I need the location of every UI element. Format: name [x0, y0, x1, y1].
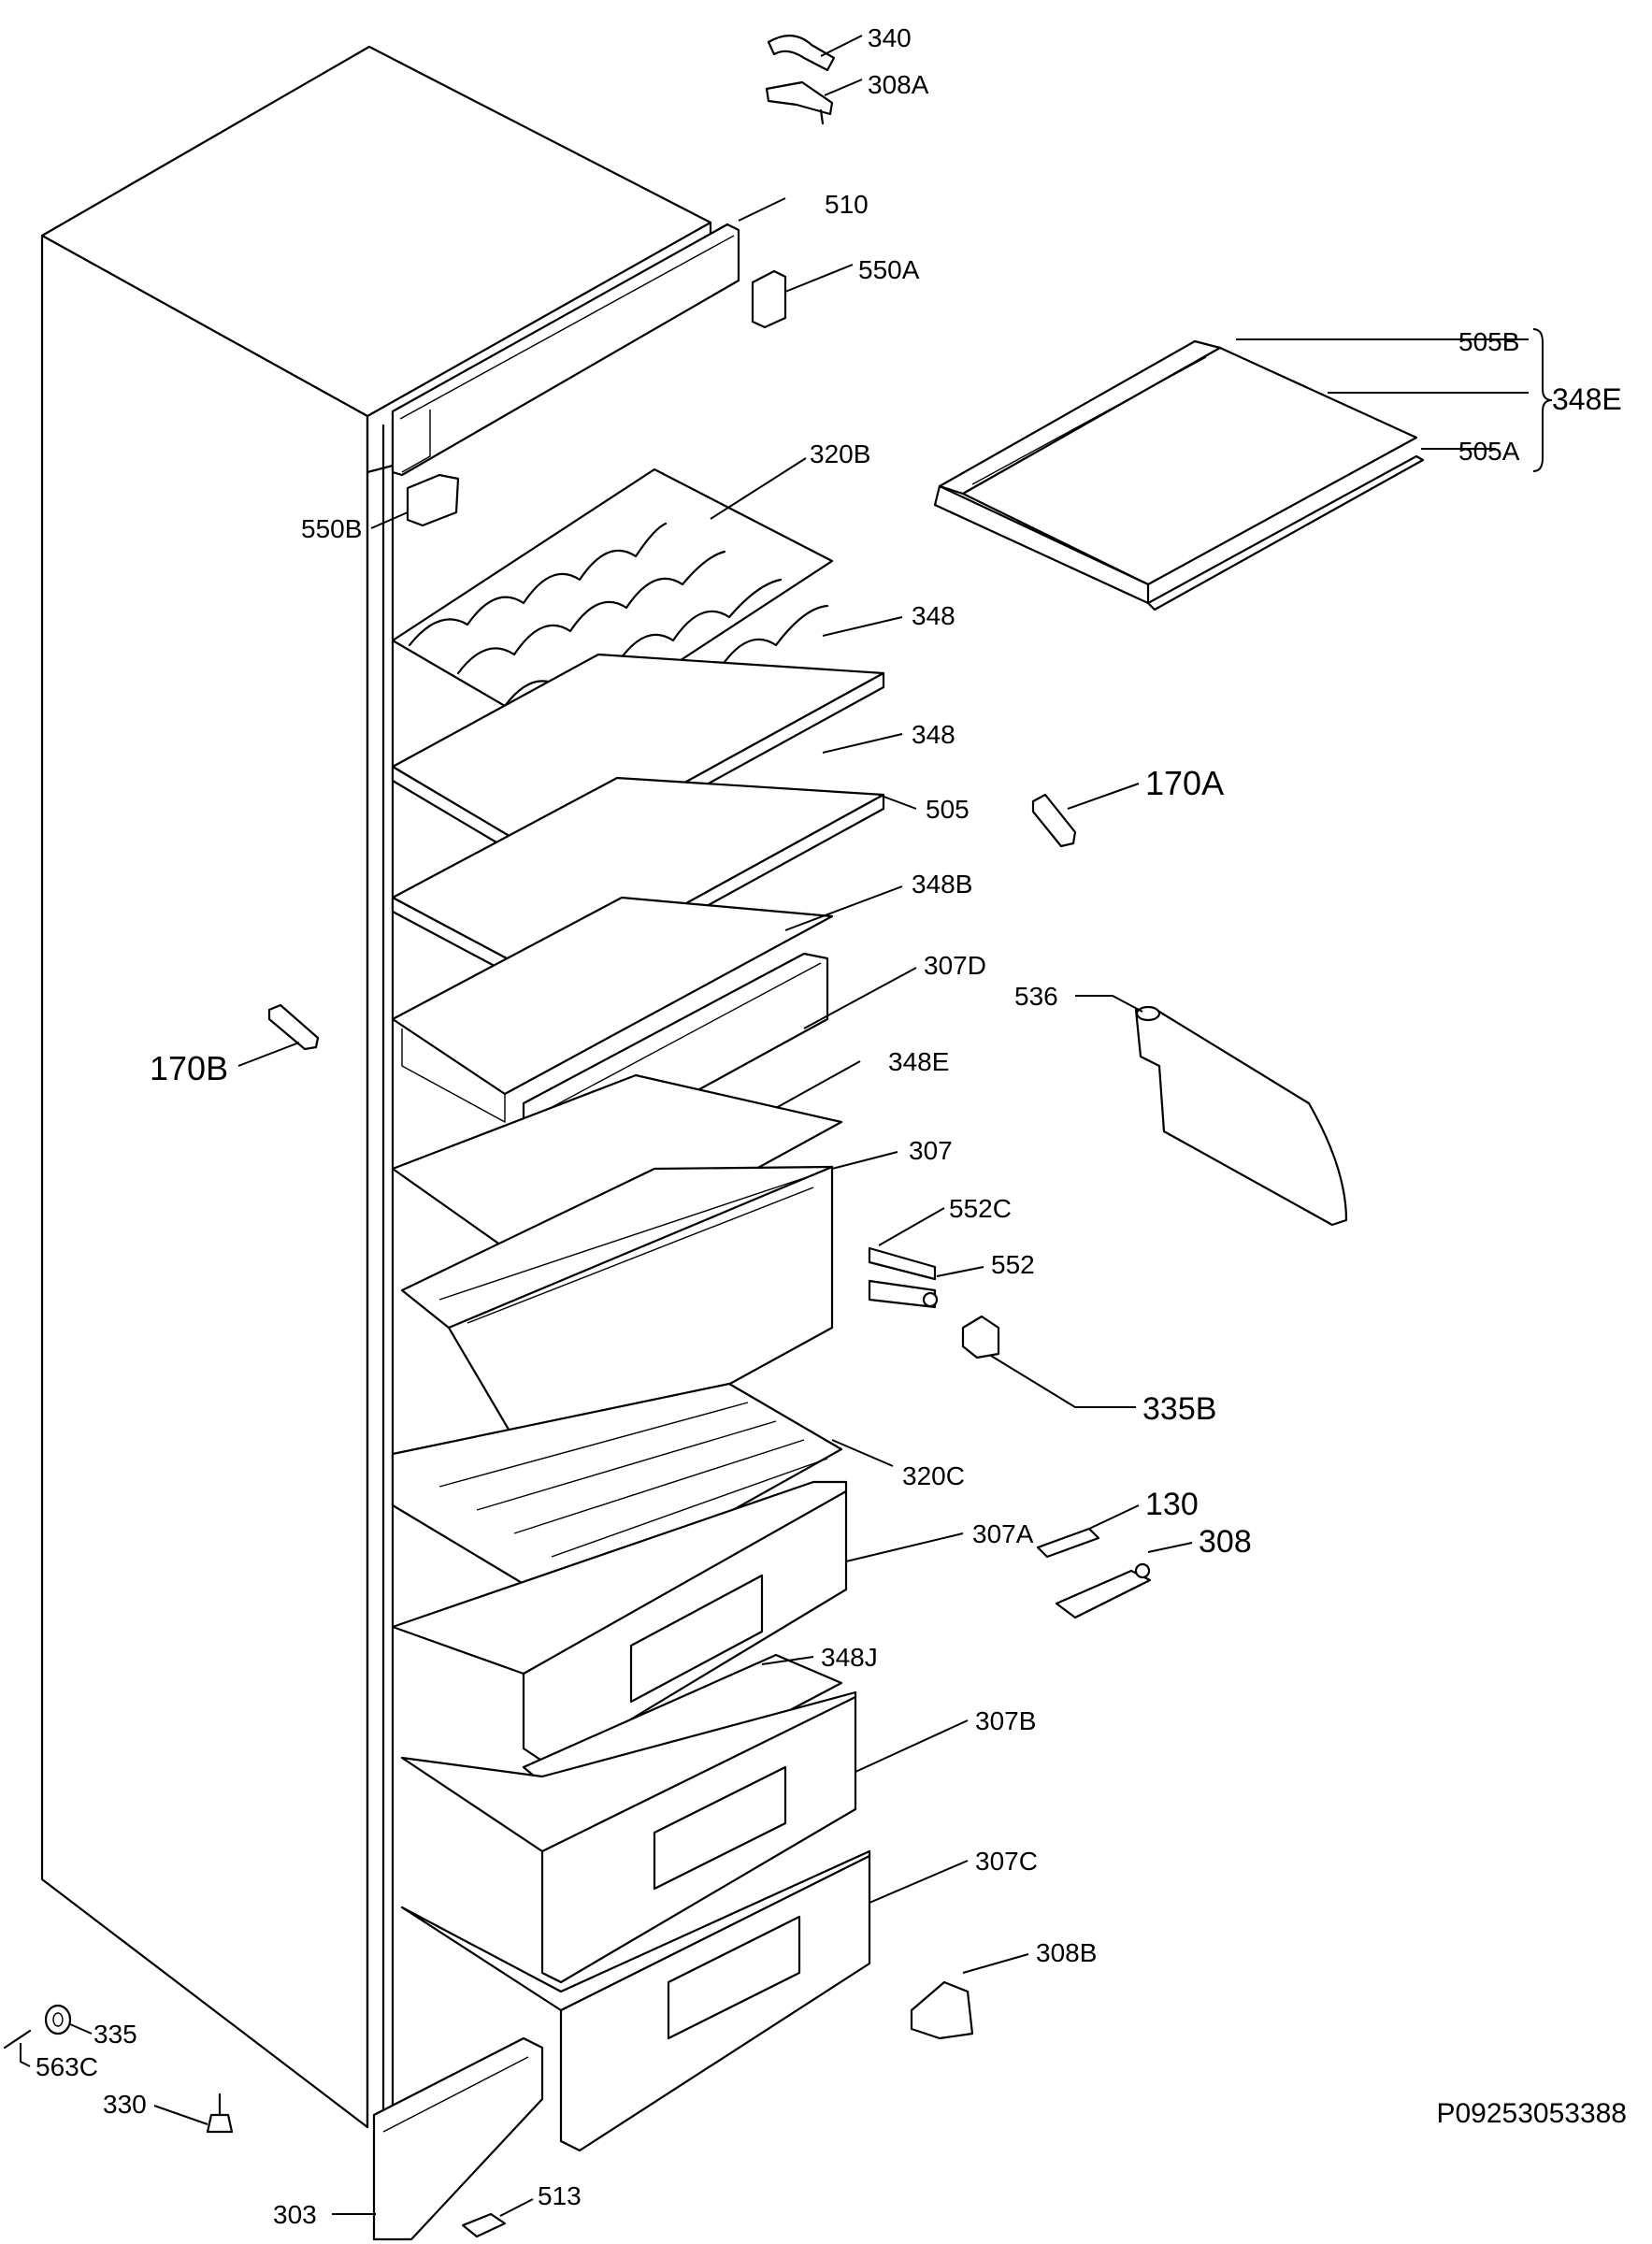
- part-308A-hinge: [765, 79, 863, 125]
- callout-513: 513: [538, 2181, 582, 2210]
- part-552-slide: [868, 1266, 984, 1309]
- callout-348B: 348B: [912, 870, 972, 899]
- callout-348E: 348E: [888, 1047, 949, 1076]
- callout-307B: 307B: [975, 1706, 1036, 1735]
- callout-536: 536: [1014, 982, 1058, 1011]
- callout-340: 340: [868, 23, 912, 52]
- callout-170B: 170B: [150, 1049, 228, 1087]
- part-335B-bracket: [961, 1315, 1136, 1408]
- part-552C-slide: [868, 1207, 945, 1281]
- callout-550A: 550A: [858, 255, 920, 284]
- part-340-cap: [767, 35, 863, 72]
- callout-307A: 307A: [972, 1519, 1034, 1548]
- callout-307: 307: [909, 1136, 953, 1165]
- part-563C-pin: [3, 2029, 32, 2067]
- callout-552: 552: [991, 1250, 1035, 1279]
- part-170B-clip: [237, 1003, 320, 1067]
- callout-335B: 335B: [1142, 1391, 1216, 1427]
- callout-320C: 320C: [902, 1461, 965, 1490]
- part-303-plinth: [332, 2036, 544, 2241]
- callout-552C: 552C: [949, 1194, 1012, 1223]
- part-536-door-bin: [1075, 995, 1348, 1227]
- callout-308B: 308B: [1036, 1938, 1097, 1967]
- document-id: P09253053388: [1436, 2098, 1627, 2129]
- callout-550B: 550B: [301, 514, 362, 543]
- part-307-drawer: [400, 1151, 898, 1489]
- callout-348E-top: 348E: [1552, 382, 1622, 416]
- part-550A-bracket: [751, 264, 854, 329]
- callout-563C: 563C: [36, 2052, 98, 2081]
- callout-320B: 320B: [810, 439, 870, 468]
- callout-303: 303: [273, 2200, 317, 2229]
- part-130-cover: [1036, 1504, 1140, 1559]
- part-308B-hinge: [910, 1953, 1029, 2040]
- part-170A-clip: [1031, 783, 1140, 848]
- callout-348J: 348J: [821, 1643, 878, 1672]
- part-335-bush: [44, 2004, 93, 2035]
- part-308-hinge: [1055, 1542, 1193, 1619]
- callout-307D: 307D: [924, 951, 986, 980]
- callout-170A: 170A: [1145, 764, 1224, 802]
- cabinet-body: [40, 45, 712, 2129]
- callout-505: 505: [926, 795, 970, 824]
- callout-348-b: 348: [912, 720, 955, 749]
- callout-labels: 340 308A 510 550A 505B 348E 505A 320B 55…: [36, 23, 1622, 2229]
- part-348B-shelf: [391, 885, 903, 1123]
- part-307C-freezer-drawer: [400, 1849, 969, 2152]
- callout-335: 335: [93, 2020, 137, 2049]
- part-348E-glass-shelf-exploded: [933, 328, 1553, 611]
- part-513-clip: [461, 2198, 534, 2238]
- callout-308A: 308A: [868, 70, 929, 99]
- callout-330: 330: [103, 2090, 147, 2119]
- part-330-foot: [153, 2093, 234, 2134]
- part-550B-bracket: [370, 473, 460, 529]
- part-307A-freezer-drawer: [391, 1480, 964, 1769]
- part-307B-freezer-drawer: [400, 1690, 969, 1984]
- callout-510: 510: [825, 190, 869, 219]
- part-510-strip: [391, 197, 786, 477]
- callout-348-a: 348: [912, 601, 955, 630]
- callout-307C: 307C: [975, 1847, 1038, 1876]
- callout-505B: 505B: [1458, 327, 1519, 356]
- callout-505A: 505A: [1458, 437, 1520, 466]
- callout-130: 130: [1145, 1487, 1199, 1522]
- callout-308: 308: [1199, 1524, 1252, 1560]
